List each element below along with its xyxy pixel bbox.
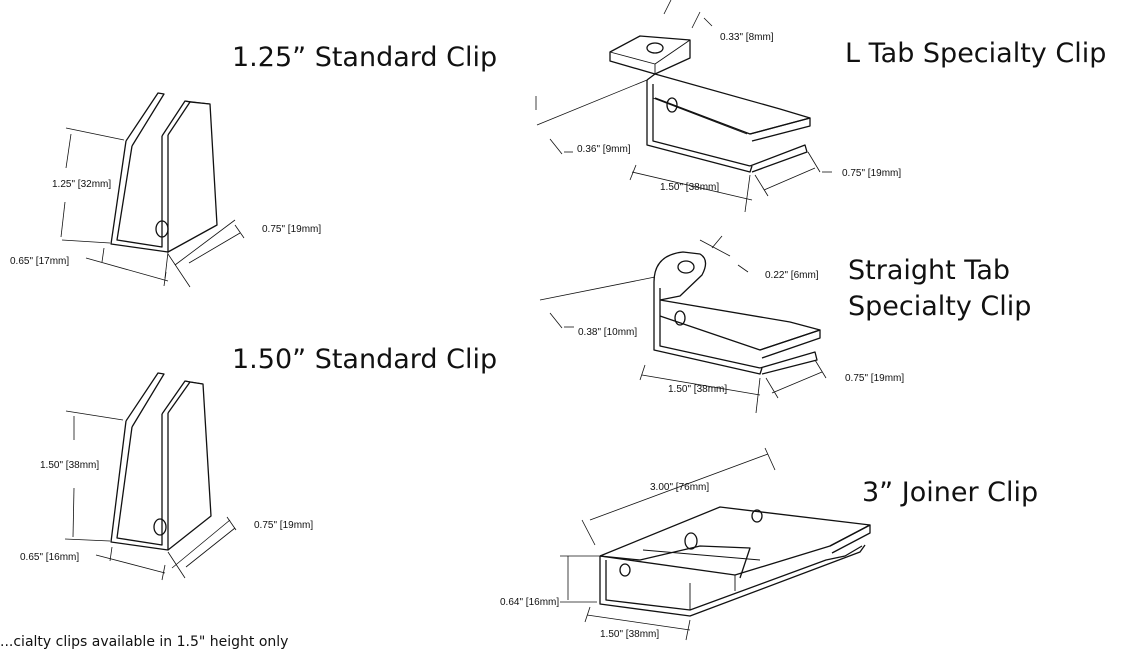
dim-joiner-height: 0.64" [16mm]	[500, 597, 559, 608]
title-l-tab-specialty-clip: L Tab Specialty Clip	[845, 38, 1107, 69]
dim-150-width: 0.65" [16mm]	[20, 552, 79, 563]
l-tab-clip-drawing: 0.33" [8mm] 0.36" [9mm] 1.50" [38mm]	[535, 0, 901, 213]
title-150-standard-clip: 1.50” Standard Clip	[232, 344, 498, 375]
title-125-standard-clip: 1.25” Standard Clip	[232, 42, 498, 73]
straight-tab-clip-drawing: 0.22" [6mm] 0.38" [10mm] 1.50" [38mm] 0.…	[539, 235, 904, 414]
dim-joiner-length: 1.50" [38mm]	[600, 629, 659, 640]
dim-150-height: 1.50" [38mm]	[40, 460, 99, 471]
dim-joiner-overall: 3.00" [76mm]	[650, 482, 709, 493]
footnote-text: ...cialty clips available in 1.5" height…	[0, 634, 289, 650]
dim-stab-tab: 0.22" [6mm]	[765, 270, 819, 281]
dim-stab-depth: 0.75" [19mm]	[845, 373, 904, 384]
dim-150-depth: 0.75" [19mm]	[254, 520, 313, 531]
dim-stab-offset: 0.38" [10mm]	[578, 327, 637, 338]
dim-ltab-offset: 0.36" [9mm]	[577, 144, 631, 155]
dim-stab-length: 1.50" [38mm]	[668, 384, 727, 395]
dim-ltab-depth: 0.75" [19mm]	[842, 168, 901, 179]
dim-ltab-length: 1.50" [38mm]	[660, 182, 719, 193]
dim-125-width: 0.65" [17mm]	[10, 256, 69, 267]
title-straight-tab-line1: Straight Tab	[848, 255, 1010, 286]
dim-ltab-tab: 0.33" [8mm]	[720, 32, 774, 43]
title-straight-tab-line2: Specialty Clip	[848, 291, 1032, 322]
dim-125-depth: 0.75" [19mm]	[262, 224, 321, 235]
clip-150-drawing: 1.50" [38mm] 0.75" [19mm] 0.65" [16mm]	[20, 372, 313, 581]
joiner-clip-drawing: 3.00" [76mm] 0.64" [16mm] 1.50" [38mm]	[500, 447, 871, 641]
dim-125-height: 1.25" [32mm]	[52, 179, 111, 190]
clip-125-drawing: 1.25" [32mm] 0.75" [19mm] 0.65" [17mm]	[10, 92, 321, 288]
title-3in-joiner-clip: 3” Joiner Clip	[862, 477, 1039, 508]
